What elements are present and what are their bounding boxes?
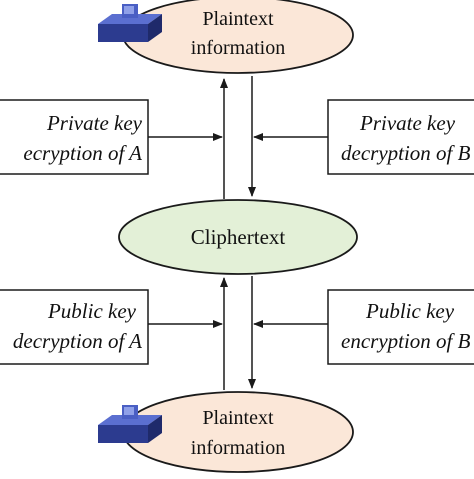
top-plaintext-node: Plaintext information <box>122 0 354 74</box>
private-key-left-box: Private key ecryption of A <box>0 99 149 175</box>
private-left-line1: Private key <box>46 111 143 135</box>
computer-icon <box>98 405 162 443</box>
public-right-line2: encryption of B <box>341 329 471 353</box>
public-key-left-box: Public key decryption of A <box>0 289 149 365</box>
public-left-line2: decryption of A <box>13 329 142 353</box>
private-left-line2: ecryption of A <box>23 141 142 165</box>
bottom-plaintext-line1: Plaintext <box>202 407 274 429</box>
private-right-line1: Private key <box>359 111 456 135</box>
top-plaintext-line1: Plaintext <box>202 8 274 30</box>
bottom-plaintext-node: Plaintext information <box>122 391 354 473</box>
public-key-right-box: Public key encryption of B <box>327 289 474 365</box>
private-key-right-box: Private key decryption of B <box>327 99 474 175</box>
ciphertext-label: Cliphertext <box>191 225 286 249</box>
top-plaintext-line2: information <box>191 37 285 59</box>
bottom-plaintext-line2: information <box>191 437 285 459</box>
public-left-line1: Public key <box>47 299 137 323</box>
ciphertext-node: Cliphertext <box>118 199 358 275</box>
public-right-line1: Public key <box>365 299 455 323</box>
computer-icon <box>98 4 162 42</box>
private-right-line2: decryption of B <box>341 141 471 165</box>
